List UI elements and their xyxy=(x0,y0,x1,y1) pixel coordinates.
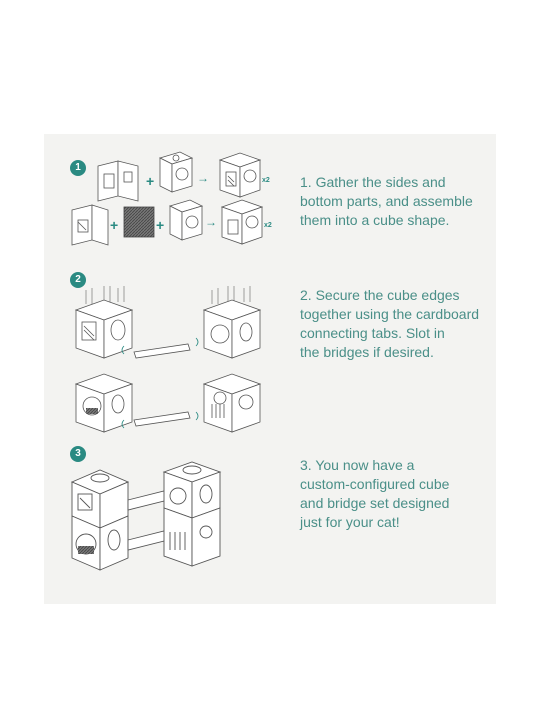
arrow-right-icon: → xyxy=(197,171,209,185)
cube-with-tabs-icon xyxy=(202,286,262,359)
step-3-badge: 3 xyxy=(70,446,86,462)
arrow-right-icon: → xyxy=(205,215,217,229)
side-panels-icon xyxy=(97,160,139,202)
bridge-icon xyxy=(121,411,199,429)
assembled-cube-icon xyxy=(220,199,264,245)
cube-frame-icon xyxy=(158,151,194,193)
multiplier-label: x2 xyxy=(262,177,270,184)
cube-with-tabs-icon xyxy=(74,286,134,359)
cube-with-tabs-icon xyxy=(202,373,262,433)
plus-icon: + xyxy=(156,217,164,233)
bridge-icon xyxy=(121,337,199,359)
cube-frame-icon xyxy=(168,199,204,241)
step-3-text: 3. You now have a custom-configured cube… xyxy=(300,457,450,530)
step-1-text: 1. Gather the sides and bottom parts, an… xyxy=(300,174,473,228)
step-2-badge: 2 xyxy=(70,272,86,288)
multiplier-label: x2 xyxy=(264,222,272,229)
plus-icon: + xyxy=(146,173,154,189)
step-1-badge: 1 xyxy=(70,160,86,176)
cube-with-tabs-icon xyxy=(74,373,134,433)
side-panels-icon xyxy=(71,204,109,246)
plus-icon: + xyxy=(110,217,118,233)
step-2-text: 2. Secure the cube edges together using … xyxy=(300,287,480,360)
assembled-cube-icon xyxy=(218,152,262,198)
bottom-panel-icon xyxy=(123,206,155,238)
final-assembly-icon xyxy=(70,461,222,571)
